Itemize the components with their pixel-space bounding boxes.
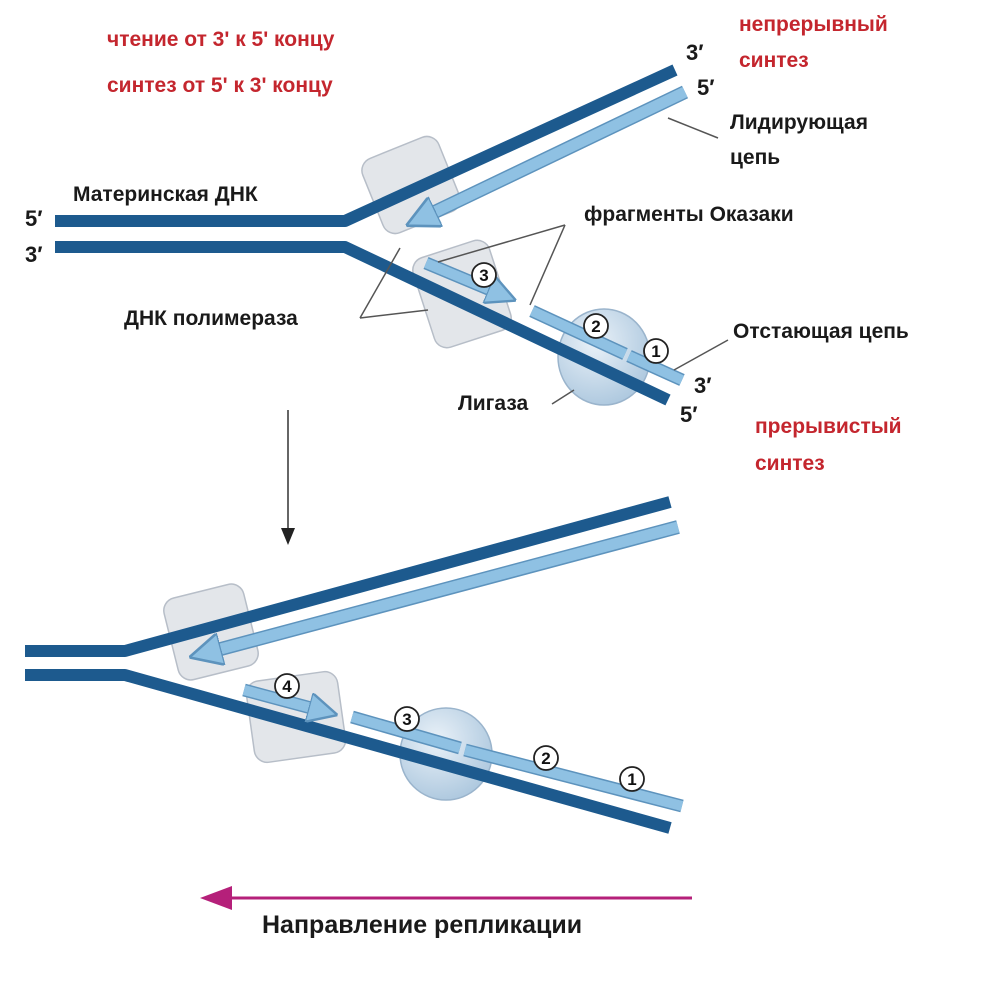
- maternal-strand-bottom-2: [25, 669, 672, 834]
- maternal-strand-top-2: [25, 496, 672, 657]
- leading-strand-label-line2: цепь: [730, 146, 781, 169]
- polymerase-label: ДНК полимераза: [124, 307, 298, 330]
- end-lagging-bottom: 5′: [680, 402, 698, 427]
- end-lagging-top: 3′: [694, 373, 712, 398]
- arrow-down-icon: [281, 528, 295, 545]
- top-fragment-marker-1: [643, 338, 669, 364]
- top-fragment-marker-label-3: 3: [479, 266, 488, 285]
- discontinuous-synthesis-line1: прерывистый: [755, 415, 902, 438]
- continuous-synthesis-line1: непрерывный: [739, 13, 888, 36]
- bottom-fragment-marker-3: [394, 706, 420, 732]
- maternal-dna-label: Материнская ДНК: [73, 183, 258, 206]
- bottom-fragment-marker-4: [274, 673, 300, 699]
- maternal-strand-top: [55, 64, 678, 227]
- top-fragment-marker-3: [471, 262, 497, 288]
- discontinuous-synthesis-line2: синтез: [755, 452, 825, 475]
- arrow-left-icon: [200, 886, 232, 910]
- lagging-strand-label: Отстающая цепь: [733, 320, 909, 343]
- synthesis-note: синтез от 5' к 3' концу: [107, 74, 333, 97]
- end-left-top: 5′: [25, 206, 43, 231]
- bottom-fragment-marker-label-3: 3: [402, 710, 411, 729]
- continuous-synthesis-line2: синтез: [739, 49, 809, 72]
- top-fragment-marker-2: [583, 313, 609, 339]
- ligase-label: Лигаза: [458, 392, 529, 415]
- replication-direction-label: Направление репликации: [262, 911, 583, 939]
- bottom-fragment-marker-label-1: 1: [627, 770, 636, 789]
- bottom-fragment-marker-label-2: 2: [541, 749, 550, 768]
- leading-strand-label-line1: Лидирующая: [730, 111, 868, 134]
- bottom-fragment-marker-label-4: 4: [282, 677, 292, 696]
- bottom-fragment-marker-2: [533, 745, 559, 771]
- top-fragment-marker-label-1: 1: [651, 342, 660, 361]
- end-left-bottom: 3′: [25, 242, 43, 267]
- end-leading-bottom: 5′: [697, 75, 715, 100]
- top-fragment-marker-label-2: 2: [591, 317, 600, 336]
- reading-note: чтение от 3' к 5' концу: [107, 28, 335, 51]
- bottom-fragment-marker-1: [619, 766, 645, 792]
- maternal-strand-bottom: [55, 241, 671, 406]
- okazaki-label: фрагменты Оказаки: [584, 203, 794, 226]
- end-leading-top: 3′: [686, 40, 704, 65]
